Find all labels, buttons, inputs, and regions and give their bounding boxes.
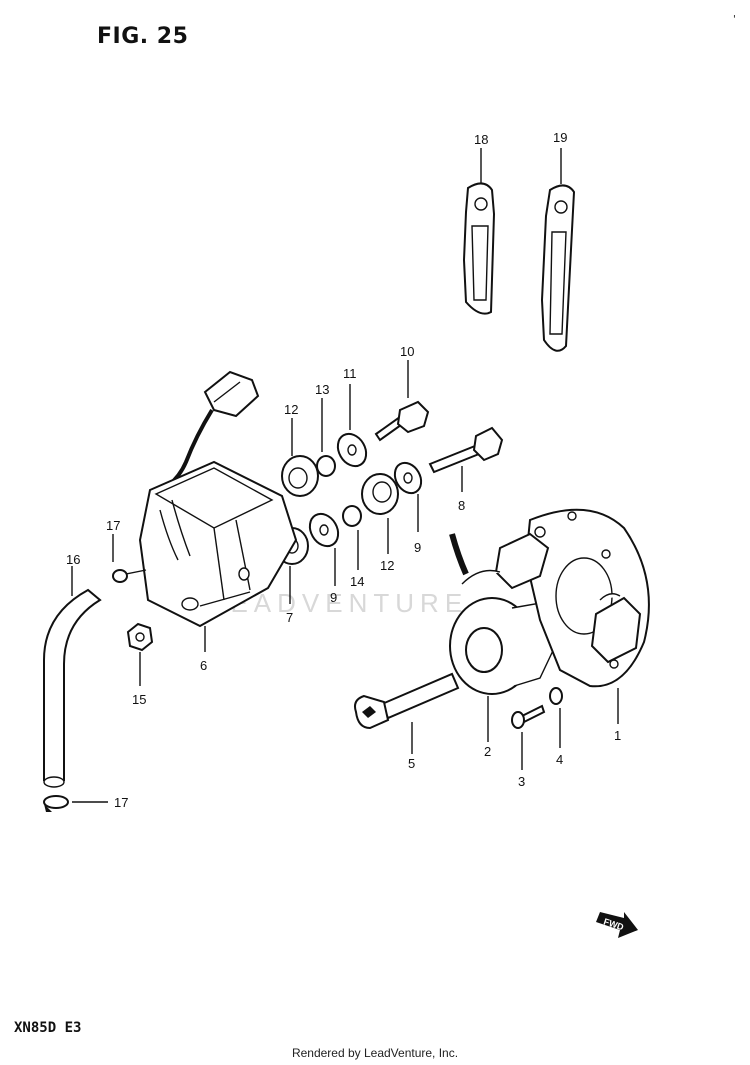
figure-title: FIG. 25 [97, 24, 189, 49]
callout-labels: 18 19 10 11 13 12 8 9 12 14 9 7 17 16 6 … [66, 130, 621, 810]
part-4-washer[interactable] [549, 687, 563, 748]
part-1-stator-plate[interactable] [449, 508, 650, 724]
footer-credit: Rendered by LeadVenture, Inc. [291, 1046, 459, 1060]
part-11-washer[interactable] [332, 384, 372, 471]
callout-4: 4 [556, 752, 563, 767]
part-15-nut[interactable] [126, 622, 154, 686]
callout-8: 8 [458, 498, 465, 513]
callout-7: 7 [286, 610, 293, 625]
callout-1: 1 [614, 728, 621, 743]
callout-13: 13 [315, 382, 329, 397]
part-8-bolt[interactable] [428, 426, 504, 492]
part-6-coil-unit[interactable] [138, 370, 298, 652]
callout-18: 18 [474, 132, 488, 147]
callout-12-upper: 12 [284, 402, 298, 417]
part-18-strap[interactable] [462, 148, 496, 315]
corner-mark: ' [733, 14, 736, 25]
callout-3: 3 [518, 774, 525, 789]
callout-19: 19 [553, 130, 567, 145]
part-13-collar[interactable] [316, 398, 336, 477]
callout-9-left: 9 [330, 590, 337, 605]
part-12-grommet-upper[interactable] [281, 418, 319, 497]
callout-15: 15 [132, 692, 146, 707]
part-9-washer-left[interactable] [304, 509, 344, 586]
model-code: XN85D E3 [14, 1020, 82, 1036]
part-10-bolt[interactable] [374, 360, 430, 442]
part-16-hose[interactable] [43, 566, 102, 788]
part-5-bolt[interactable] [354, 672, 460, 754]
callout-11: 11 [343, 366, 357, 381]
callout-16: 16 [66, 552, 80, 567]
callout-17-lower: 17 [114, 795, 128, 810]
callout-6: 6 [200, 658, 207, 673]
callout-10: 10 [400, 344, 414, 359]
part-17-clip-lower[interactable] [43, 795, 108, 812]
forward-direction-arrow: FWD [596, 912, 638, 938]
callout-2: 2 [484, 744, 491, 759]
callout-14: 14 [350, 574, 364, 589]
callout-12-lower: 12 [380, 558, 394, 573]
part-3-screw[interactable] [511, 704, 546, 770]
part-12-grommet-lower[interactable] [361, 473, 399, 554]
part-14-collar[interactable] [342, 505, 362, 570]
callout-9-right: 9 [414, 540, 421, 555]
callout-5: 5 [408, 756, 415, 771]
part-19-strap[interactable] [540, 148, 576, 352]
callout-17-upper: 17 [106, 518, 120, 533]
part-9-washer-right[interactable] [390, 458, 427, 532]
part-17-clip-upper[interactable] [112, 534, 147, 583]
